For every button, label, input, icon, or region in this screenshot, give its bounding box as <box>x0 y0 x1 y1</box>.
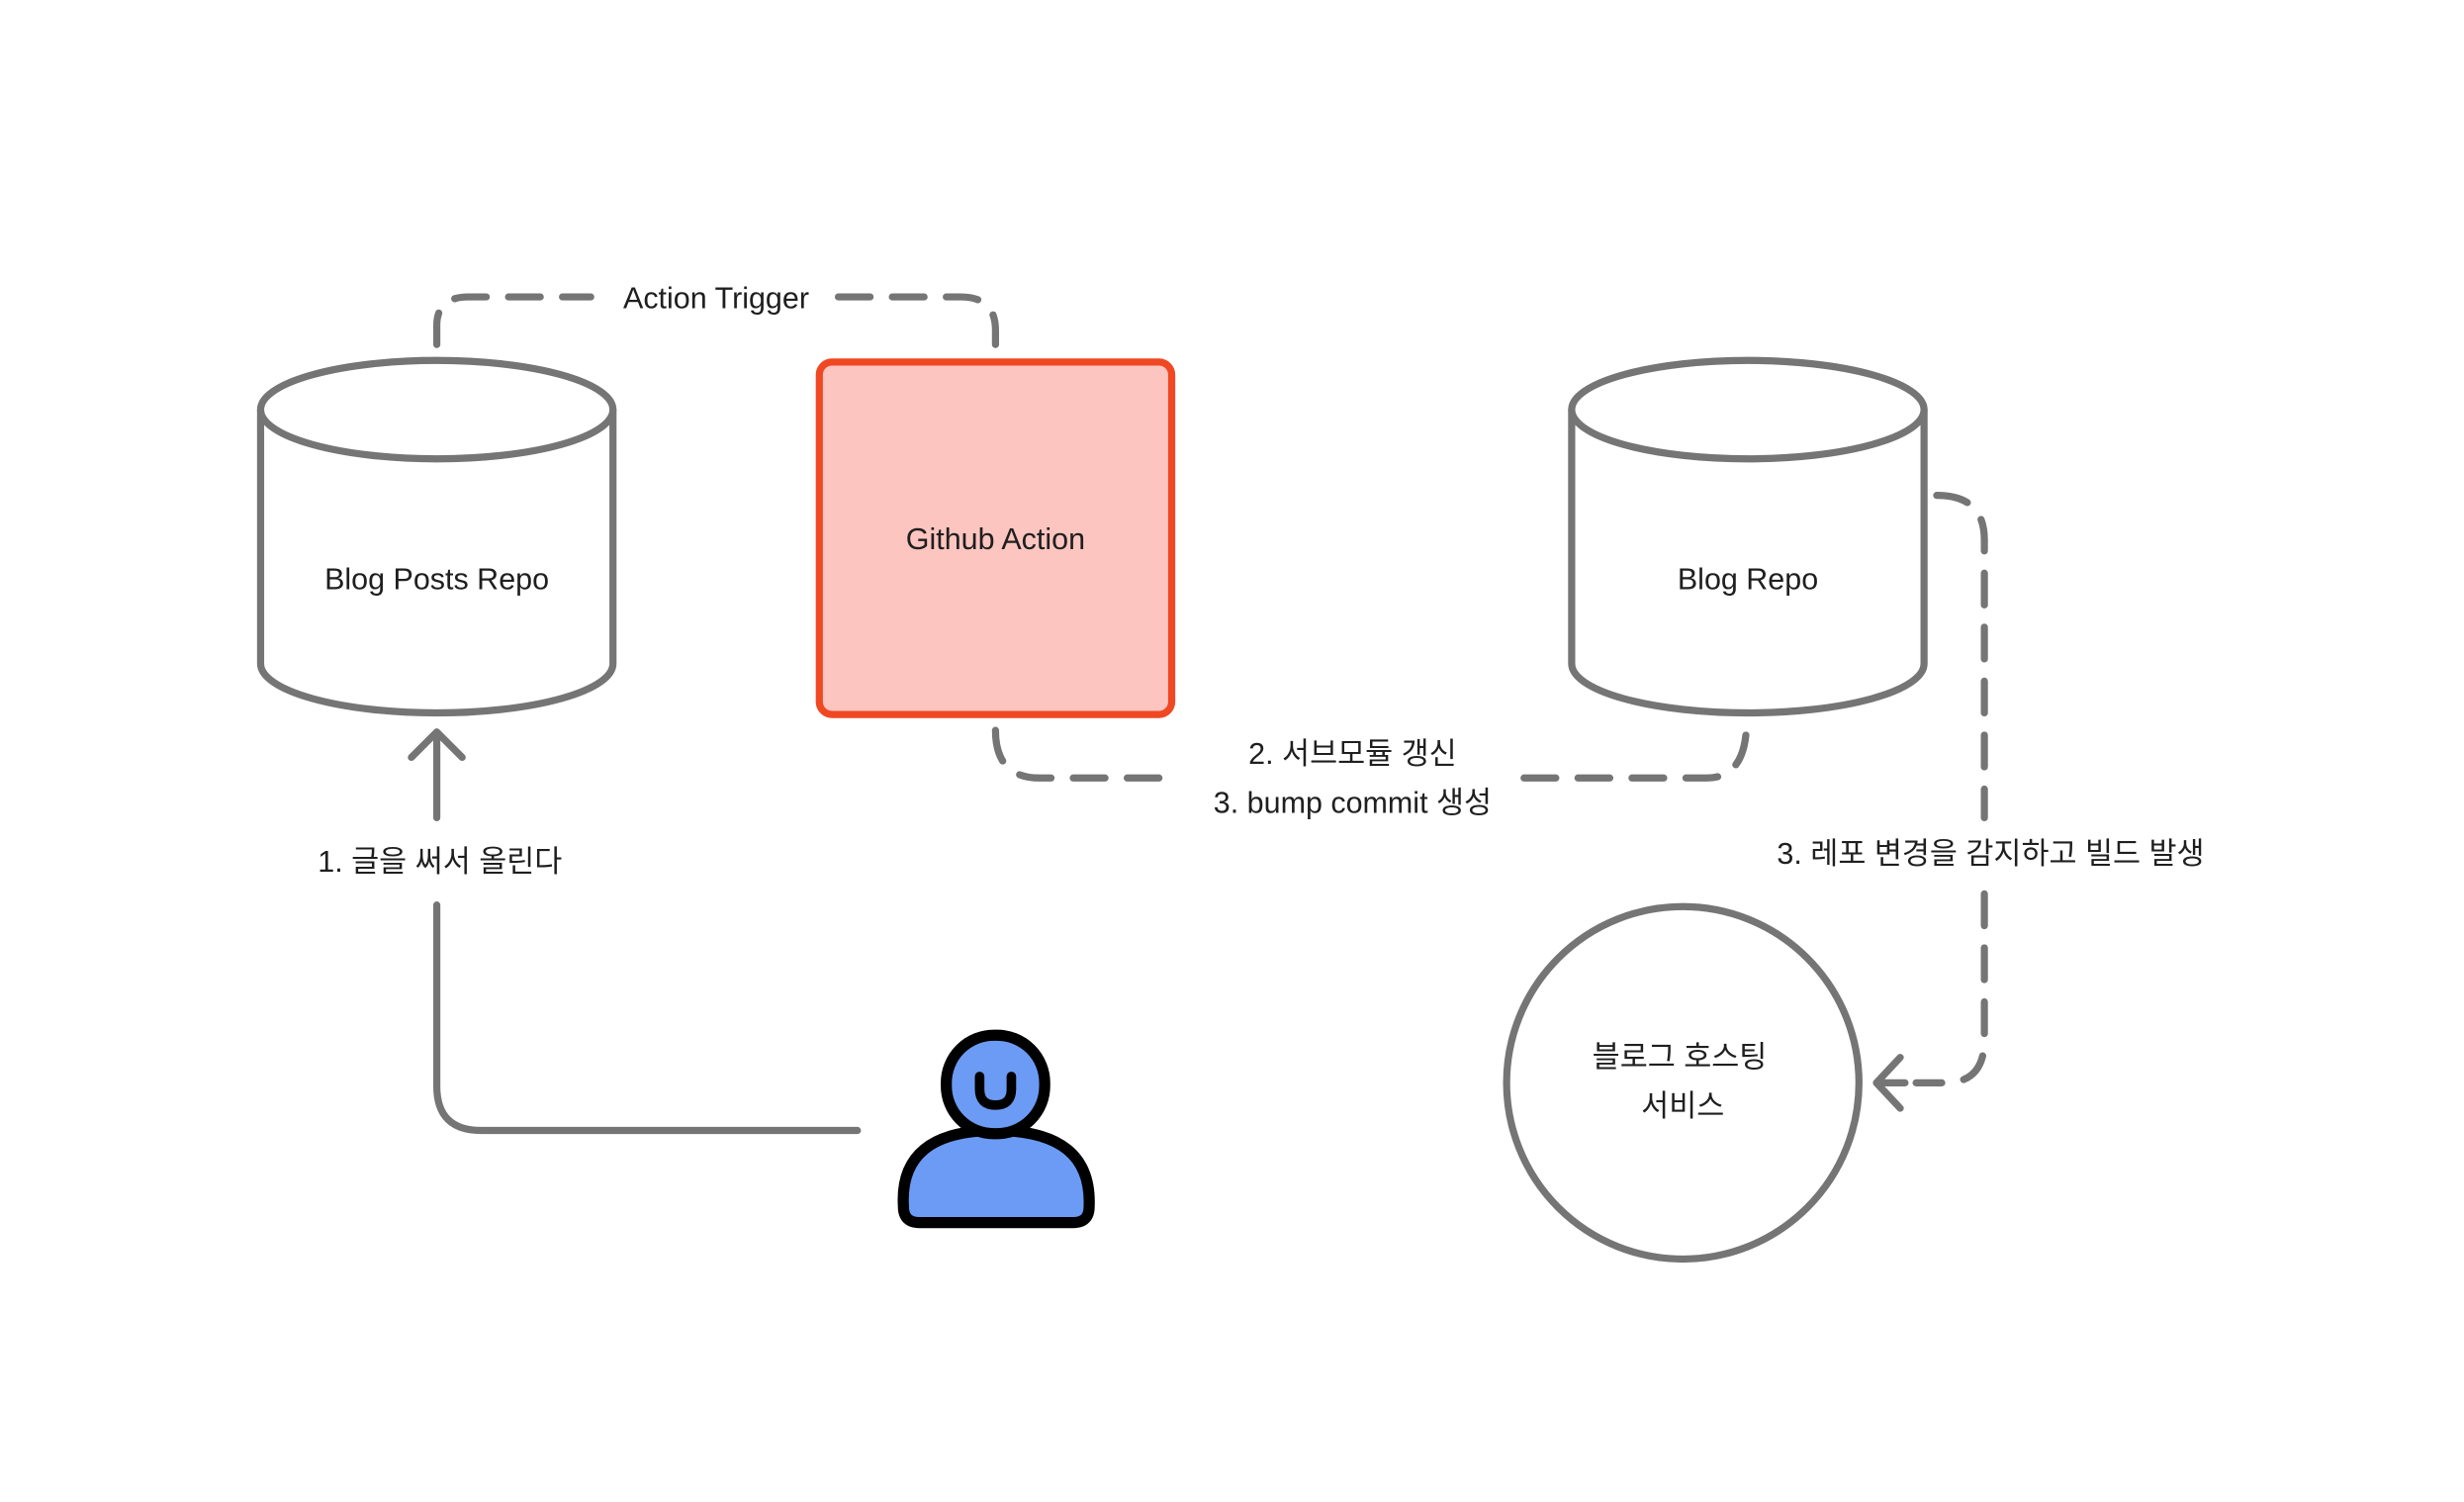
trigger-edge-label: Action Trigger <box>623 281 809 315</box>
blog-posts-repo-label: Blog Posts Repo <box>324 562 549 596</box>
person-icon[interactable] <box>897 1029 1095 1229</box>
hosting-service-node[interactable]: 블로그 호스팅 서비스 <box>1503 902 1863 1264</box>
hosting-service-label-line1: 블로그 호스팅 <box>1593 1040 1768 1074</box>
submodule-edge[interactable]: 2. 서브모듈 갱신 3. bump commit 생성 <box>991 726 1751 820</box>
upload-edge[interactable]: 1. 글을 써서 올린다 <box>318 728 862 1135</box>
github-action-node[interactable]: Github Action <box>815 358 1176 718</box>
upload-edge-label: 1. 글을 써서 올린다 <box>318 845 562 879</box>
build-edge[interactable]: 3. 레포 변경을 감지하고 빌드 발생 <box>1777 492 2205 1112</box>
blog-repo-node[interactable]: Blog Repo <box>1568 356 1928 717</box>
submodule-edge-label-line1: 2. 서브모듈 갱신 <box>1248 737 1457 771</box>
submodule-edge-label-line2: 3. bump commit 생성 <box>1214 787 1492 820</box>
blog-repo-label: Blog Repo <box>1678 562 1818 596</box>
arrow-up-icon <box>408 728 466 822</box>
arrow-head-icon <box>1872 1054 1909 1112</box>
build-edge-label: 3. 레포 변경을 감지하고 빌드 발생 <box>1777 837 2204 871</box>
hosting-service-label-line2: 서비스 <box>1641 1089 1724 1123</box>
trigger-edge[interactable]: Action Trigger <box>432 281 1000 348</box>
github-action-label: Github Action <box>906 522 1085 556</box>
blog-posts-repo-node[interactable]: Blog Posts Repo <box>256 356 617 717</box>
